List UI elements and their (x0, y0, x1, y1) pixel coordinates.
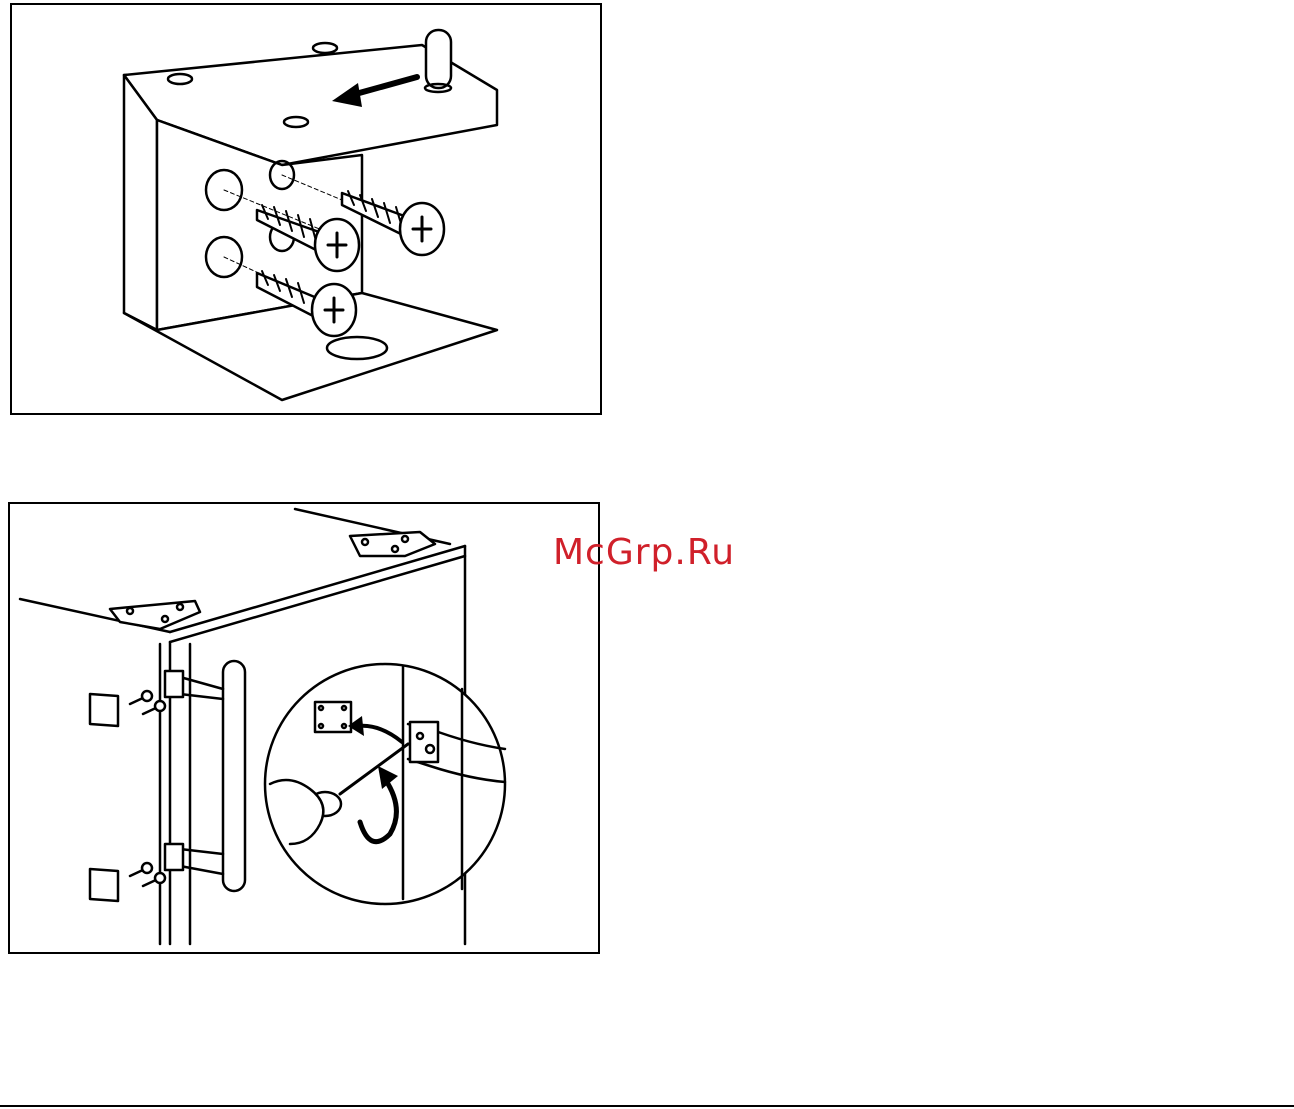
mounting-bracket (410, 722, 438, 762)
side-panel (124, 75, 157, 330)
hinge-plate (110, 601, 200, 629)
hinge-pin (426, 30, 451, 88)
watermark-text: McGrp.Ru (553, 532, 735, 573)
screw-icon (130, 691, 152, 704)
door-handle-mounting-illustration (10, 504, 598, 952)
hinge-bracket-figure (10, 3, 602, 415)
door-handle (223, 661, 245, 891)
screw-icon (143, 873, 165, 886)
footer-rule (0, 1105, 1294, 1107)
hinge-bracket-screws-illustration (12, 5, 600, 413)
screw-icon (130, 863, 152, 876)
cover-cap (90, 869, 118, 901)
cover-cap (90, 694, 118, 726)
screw-icon (143, 701, 165, 714)
plate-hole (313, 43, 337, 53)
door-handle-figure (8, 502, 600, 954)
